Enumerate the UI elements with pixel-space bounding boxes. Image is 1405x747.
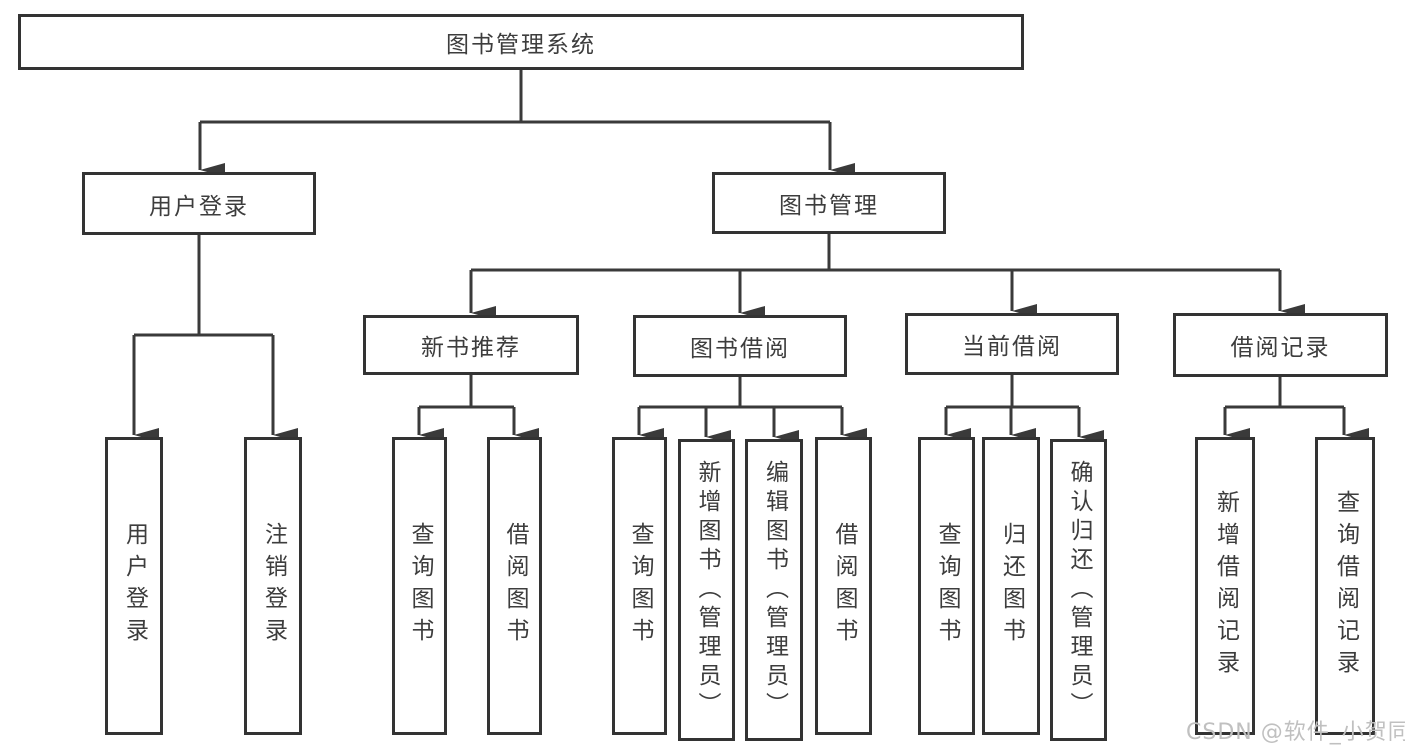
- node-br-query-record: 查询借阅记录: [1315, 437, 1375, 735]
- node-root: 图书管理系统: [18, 14, 1024, 70]
- node-nbr-borrow-books-label: 借阅图书: [502, 522, 528, 650]
- node-nbr-query-books: 查询图书: [392, 437, 447, 735]
- connector-book-management-children: [469, 234, 1305, 320]
- node-logout-leaf: 注销登录: [244, 437, 302, 735]
- node-br-query-record-label: 查询借阅记录: [1332, 490, 1359, 682]
- connector-borrowing-records-children: [1223, 377, 1369, 442]
- connector-root-to-level2: [198, 70, 855, 177]
- connector-user-login-children: [132, 235, 298, 442]
- node-bb-add-books: 新增图书（管理员）: [678, 439, 735, 741]
- node-current-borrowing: 当前借阅: [905, 313, 1119, 375]
- node-cb-confirm-return: 确认归还（管理员）: [1050, 439, 1107, 741]
- node-bb-query-books: 查询图书: [612, 437, 667, 735]
- node-borrowing-records: 借阅记录: [1173, 313, 1388, 377]
- node-cb-query-books-label: 查询图书: [934, 522, 960, 650]
- csdn-watermark: CSDN @软件_小贺同学: [1186, 720, 1405, 745]
- node-bb-edit-books: 编辑图书（管理员）: [745, 439, 803, 741]
- node-nbr-query-books-label: 查询图书: [407, 522, 433, 650]
- node-user-login-leaf: 用户登录: [105, 437, 163, 735]
- node-book-management: 图书管理: [712, 172, 946, 234]
- node-br-add-record-label: 新增借阅记录: [1212, 490, 1239, 682]
- node-root-label: 图书管理系统: [446, 32, 596, 58]
- node-cb-query-books: 查询图书: [918, 437, 975, 735]
- node-bb-query-books-label: 查询图书: [627, 522, 653, 650]
- node-br-add-record: 新增借阅记录: [1195, 437, 1255, 735]
- node-book-borrowing-label: 图书借阅: [690, 336, 790, 362]
- node-new-book-recommend: 新书推荐: [363, 315, 579, 375]
- node-new-book-recommend-label: 新书推荐: [421, 335, 521, 361]
- node-bb-borrow-books: 借阅图书: [815, 437, 872, 735]
- node-book-borrowing: 图书借阅: [633, 315, 847, 377]
- node-bb-borrow-books-label: 借阅图书: [831, 522, 857, 650]
- node-logout-leaf-label: 注销登录: [260, 522, 287, 650]
- node-current-borrowing-label: 当前借阅: [962, 334, 1062, 360]
- node-user-login-label: 用户登录: [149, 193, 249, 220]
- connector-current-borrowing-children: [944, 375, 1104, 444]
- node-bb-edit-books-label: 编辑图书（管理员）: [761, 459, 788, 721]
- node-borrowing-records-label: 借阅记录: [1230, 335, 1331, 361]
- node-user-login-leaf-label: 用户登录: [121, 522, 148, 650]
- node-user-login: 用户登录: [82, 172, 316, 235]
- node-cb-return-books: 归还图书: [982, 437, 1040, 735]
- node-cb-return-books-label: 归还图书: [998, 522, 1025, 650]
- connector-new-book-recommend-children: [417, 375, 539, 442]
- node-cb-confirm-return-label: 确认归还（管理员）: [1066, 459, 1092, 721]
- connector-book-borrowing-children: [637, 377, 867, 444]
- node-book-management-label: 图书管理: [779, 193, 879, 219]
- node-bb-add-books-label: 新增图书（管理员）: [694, 459, 720, 721]
- node-nbr-borrow-books: 借阅图书: [487, 437, 542, 735]
